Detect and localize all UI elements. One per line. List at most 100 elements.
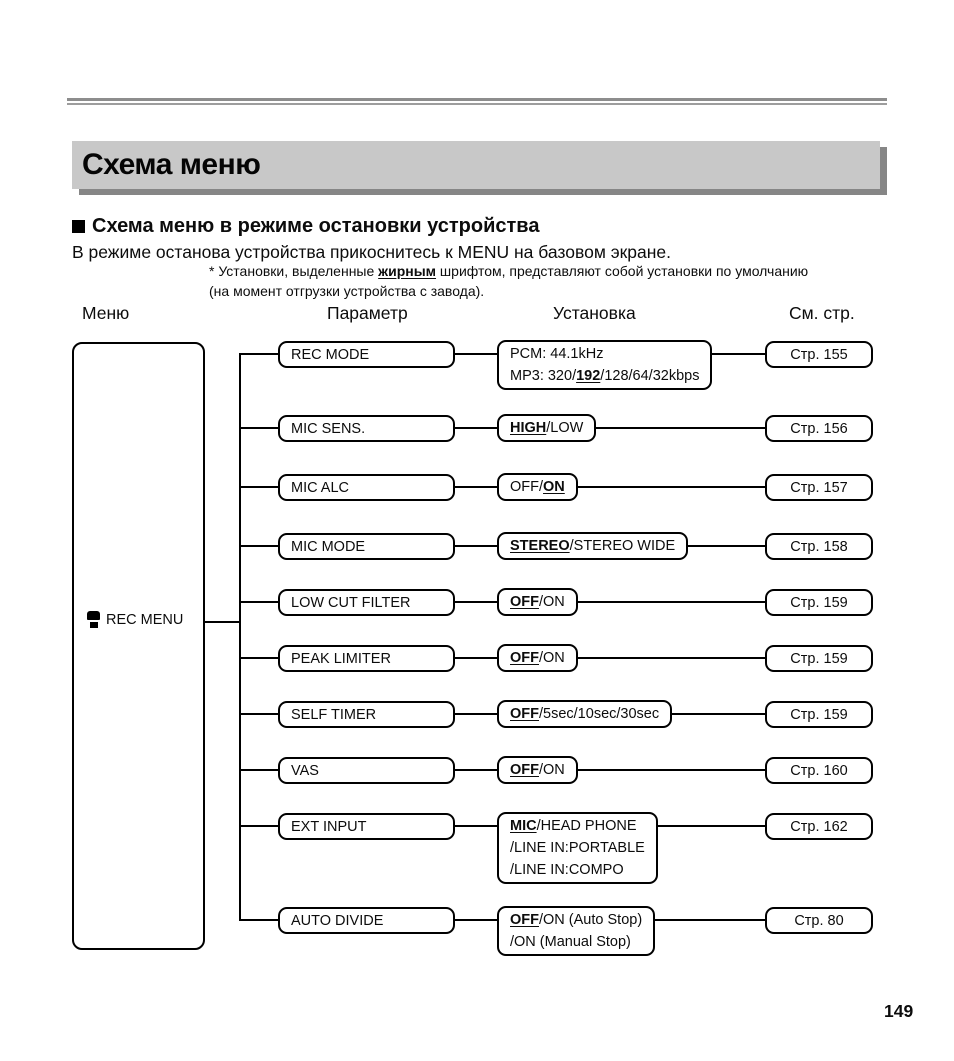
setting-line: /LINE IN:COMPO	[510, 859, 645, 881]
page-ref-label: Стр. 156	[790, 420, 848, 437]
setting-box: STEREO/STEREO WIDE	[497, 532, 689, 560]
menu-label-text: REC MENU	[106, 611, 184, 628]
setting-line: MP3: 320/192/128/64/32kbps	[510, 365, 699, 387]
setting-line: /ON (Manual Stop)	[510, 931, 642, 953]
page-ref-label: Стр. 80	[794, 912, 844, 929]
setting-value: /LINE IN:PORTABLE	[510, 840, 645, 856]
setting-box: MIC/HEAD PHONE/LINE IN:PORTABLE/LINE IN:…	[497, 812, 658, 884]
param-box: MIC SENS.	[278, 415, 455, 442]
setting-box: OFF/ON	[497, 473, 578, 501]
param-box: SELF TIMER	[278, 701, 455, 728]
setting-default-value: 192	[576, 368, 601, 384]
page-ref-label: Стр. 159	[790, 650, 848, 667]
param-label: SELF TIMER	[291, 706, 377, 723]
page-ref-label: Стр. 158	[790, 538, 848, 555]
param-box: MIC ALC	[278, 474, 455, 501]
footnote-line2: (на момент отгрузки устройства с завода)…	[209, 282, 485, 299]
setting-box: HIGH/LOW	[497, 414, 597, 442]
setting-line: MIC/HEAD PHONE	[510, 815, 645, 837]
page-ref-box: Стр. 158	[765, 533, 873, 560]
setting-line: OFF/ON	[510, 476, 565, 498]
param-label: MIC ALC	[291, 479, 350, 496]
param-label: PEAK LIMITER	[291, 650, 391, 667]
footnote-suffix: шрифтом, представляют собой установки по…	[436, 263, 809, 279]
page-ref-label: Стр. 157	[790, 479, 848, 496]
section-marker-icon	[72, 220, 85, 233]
microphone-icon	[87, 611, 100, 628]
setting-line: /LINE IN:PORTABLE	[510, 837, 645, 859]
top-rule-thin	[67, 103, 887, 105]
setting-default-value: OFF	[510, 762, 539, 778]
page-number: 149	[884, 1001, 914, 1021]
setting-line: STEREO/STEREO WIDE	[510, 535, 675, 557]
menu-box	[72, 342, 205, 950]
page-ref-box: Стр. 157	[765, 474, 873, 501]
setting-value: /STEREO WIDE	[569, 538, 676, 554]
setting-value: /ON	[539, 762, 565, 778]
chapter-title: Схема меню	[82, 148, 261, 181]
page-ref-box: Стр. 155	[765, 341, 873, 368]
setting-value: /LINE IN:COMPO	[510, 862, 624, 878]
setting-box: OFF/5sec/10sec/30sec	[497, 700, 673, 728]
setting-default-value: OFF	[510, 650, 539, 666]
setting-line: OFF/ON	[510, 591, 565, 613]
setting-default-value: OFF	[510, 594, 539, 610]
param-box: AUTO DIVIDE	[278, 907, 455, 934]
page-ref-box: Стр. 156	[765, 415, 873, 442]
setting-box: OFF/ON	[497, 588, 578, 616]
setting-default-value: STEREO	[510, 538, 570, 554]
param-label: REC MODE	[291, 346, 370, 363]
setting-value: /ON	[539, 594, 565, 610]
param-box: EXT INPUT	[278, 813, 455, 840]
param-box: PEAK LIMITER	[278, 645, 455, 672]
page-ref-label: Стр. 162	[790, 818, 848, 835]
setting-value: /128/64/32kbps	[600, 368, 700, 384]
param-label: AUTO DIVIDE	[291, 912, 384, 929]
top-rule-thick	[67, 98, 887, 101]
setting-box: OFF/ON	[497, 644, 578, 672]
param-box: MIC MODE	[278, 533, 455, 560]
trunk-line	[239, 353, 241, 921]
column-header-setting: Установка	[553, 303, 636, 323]
param-label: VAS	[291, 762, 319, 779]
page-ref-box: Стр. 159	[765, 645, 873, 672]
setting-default-value: ON	[543, 479, 565, 495]
page-ref-label: Стр. 160	[790, 762, 848, 779]
setting-default-value: OFF	[510, 912, 539, 928]
column-header-menu: Меню	[82, 303, 130, 323]
setting-default-value: MIC	[510, 818, 537, 834]
page-ref-label: Стр. 155	[790, 346, 848, 363]
intro-text: В режиме останова устройства прикоснитес…	[72, 242, 672, 262]
param-label: LOW CUT FILTER	[291, 594, 411, 611]
param-label: EXT INPUT	[291, 818, 367, 835]
param-label: MIC SENS.	[291, 420, 366, 437]
setting-value: /ON (Auto Stop)	[539, 912, 643, 928]
param-box: LOW CUT FILTER	[278, 589, 455, 616]
setting-line: OFF/5sec/10sec/30sec	[510, 703, 659, 725]
page-ref-label: Стр. 159	[790, 594, 848, 611]
page-ref-box: Стр. 162	[765, 813, 873, 840]
menu-connector-line	[205, 621, 240, 623]
column-header-param: Параметр	[327, 303, 408, 323]
footnote-bold-word: жирным	[378, 263, 437, 279]
setting-box: OFF/ON	[497, 756, 578, 784]
setting-line: PCM: 44.1kHz	[510, 343, 699, 365]
param-label: MIC MODE	[291, 538, 366, 555]
setting-value: MP3: 320/	[510, 368, 577, 384]
setting-line: HIGH/LOW	[510, 417, 583, 439]
setting-value: PCM: 44.1kHz	[510, 346, 604, 362]
setting-box: OFF/ON (Auto Stop) /ON (Manual Stop)	[497, 906, 656, 956]
footnote-prefix: * Установки, выделенные	[209, 263, 379, 279]
setting-value: /LOW	[546, 420, 584, 436]
menu-label: REC MENU	[87, 611, 183, 628]
setting-line: OFF/ON	[510, 647, 565, 669]
setting-default-value: HIGH	[510, 420, 547, 436]
param-box: VAS	[278, 757, 455, 784]
setting-default-value: OFF	[510, 706, 539, 722]
setting-value: /HEAD PHONE	[536, 818, 637, 834]
footnote: * Установки, выделенные жирным шрифтом, …	[209, 262, 808, 301]
setting-value: /ON (Manual Stop)	[510, 934, 631, 950]
page-ref-box: Стр. 160	[765, 757, 873, 784]
